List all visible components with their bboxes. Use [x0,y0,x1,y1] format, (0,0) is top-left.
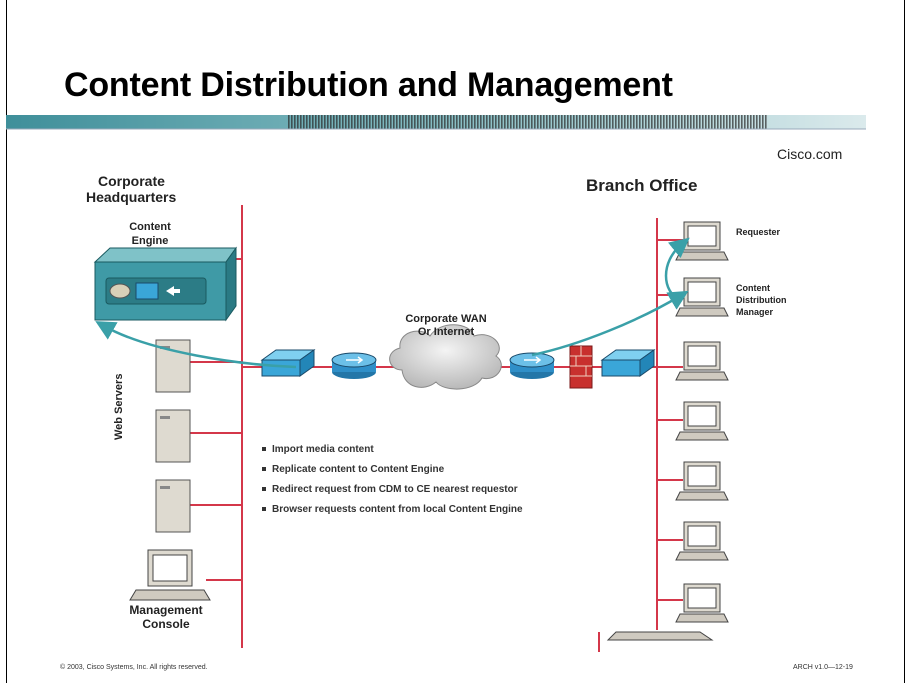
web-server-icon [155,409,191,463]
bullet-item: Redirect request from CDM to CE nearest … [272,484,518,495]
requester-label: Requester [736,227,781,237]
management-console-icon [129,549,211,601]
hq-title-line1: Corporate [98,173,165,189]
bullet-item: Browser requests content from local Cont… [272,504,523,515]
slide-frame [6,0,905,683]
cdm-label-line2: Distribution [736,295,787,305]
bullet-item: Replicate content to Content Engine [272,464,445,475]
bullet-dot [262,487,266,491]
flow-arrow-to-requester [664,237,690,302]
slide-title: Content Distribution and Management [64,66,673,104]
slide-id: ARCH v1.0—12-19 [793,664,853,671]
management-label-line1: Management [129,603,202,617]
branch-pc-icon [675,401,729,441]
requester-pc-icon [675,221,729,261]
content-engine-label-line2: Engine [132,235,169,247]
bullet-list: Import media content Replicate content t… [262,444,523,515]
branch-pc-icon [675,583,729,623]
branch-pc-icon [675,521,729,561]
wan-label-line2: Or Internet [418,326,475,338]
wan-cloud-icon [389,324,502,390]
bullet-dot [262,447,266,451]
branch-router-icon [509,352,555,379]
copyright-text: © 2003, Cisco Systems, Inc. All rights r… [60,664,208,671]
flow-arrow-to-cdm [531,290,689,357]
wan-label-line1: Corporate WAN [405,313,486,325]
branch-pc-icon [606,631,714,641]
bullet-item: Import media content [272,444,374,455]
cdm-label-line3: Manager [736,307,774,317]
bullet-dot [262,507,266,511]
flow-arrow-to-engine [95,321,297,369]
branch-pc-icon [675,461,729,501]
content-engine-label-line1: Content [129,221,171,233]
branch-pc-icon [675,341,729,381]
content-engine-icon [93,246,237,322]
cdm-label-line1: Content [736,283,770,293]
management-label-line2: Console [142,617,190,631]
hq-router-icon [331,352,377,379]
web-server-icon [155,479,191,533]
cdm-pc-icon [675,277,729,317]
brand-label: Cisco.com [777,146,843,162]
bullet-dot [262,467,266,471]
title-hatch [288,115,768,129]
hq-switch-icon [260,349,316,377]
hq-title-line2: Headquarters [86,189,176,205]
firewall-icon [569,345,593,389]
web-servers-label: Web Servers [113,374,125,440]
branch-switch-icon [600,349,656,377]
branch-title: Branch Office [586,176,697,195]
